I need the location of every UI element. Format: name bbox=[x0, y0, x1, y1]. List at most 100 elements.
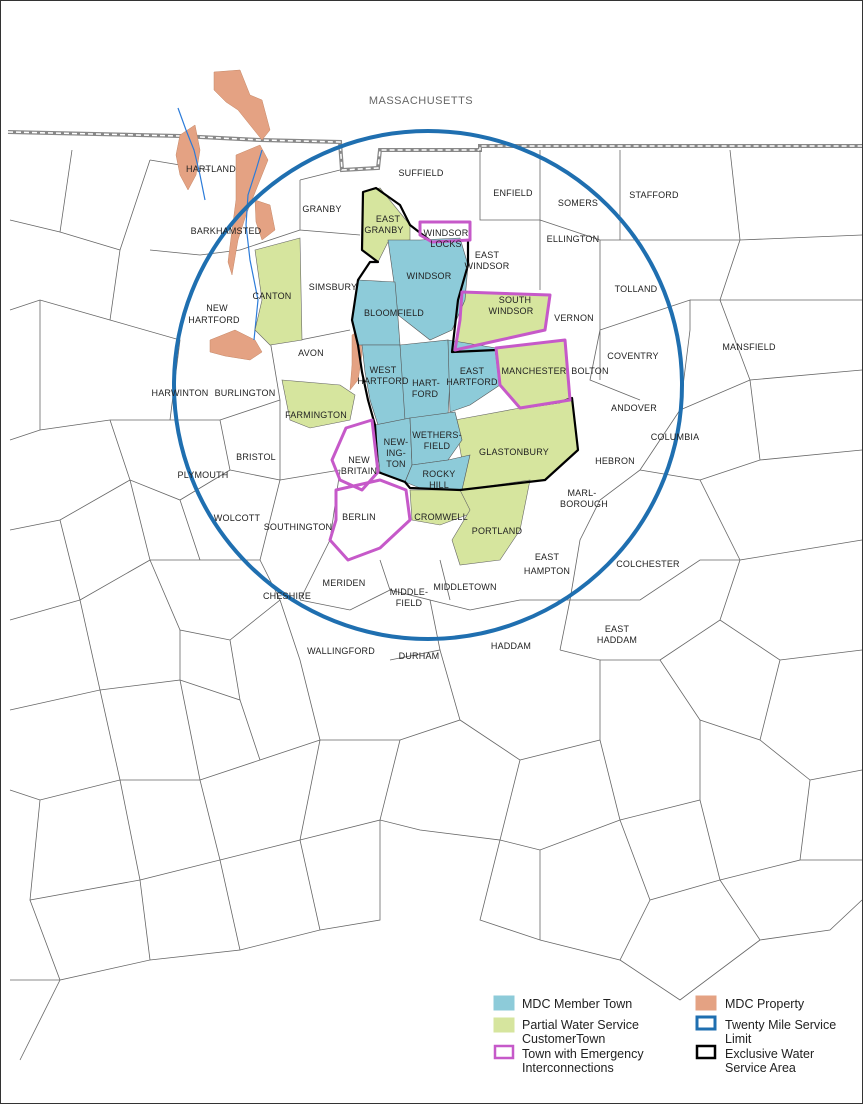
town-label-coventry: COVENTRY bbox=[607, 351, 658, 361]
town-label-new-hartford-2: HARTFORD bbox=[188, 315, 240, 325]
town-label-columbia: COLUMBIA bbox=[651, 432, 700, 442]
legend-swatch-property bbox=[695, 995, 717, 1011]
legend-property-label: MDC Property bbox=[725, 997, 805, 1011]
legend-exclusive-label-2: Service Area bbox=[725, 1061, 796, 1075]
town-label-portland: PORTLAND bbox=[472, 526, 523, 536]
town-label-east-haddam-2: HADDAM bbox=[597, 635, 637, 645]
town-label-windsor-locks-1: WINDSOR bbox=[424, 228, 469, 238]
partial-service-towns bbox=[254, 187, 579, 566]
town-label-hartland: HARTLAND bbox=[186, 164, 236, 174]
river bbox=[177, 107, 206, 201]
town-label-avon: AVON bbox=[298, 348, 324, 358]
town-label-east-haddam-1: EAST bbox=[605, 624, 630, 634]
town-label-mansfield: MANSFIELD bbox=[722, 342, 776, 352]
town-label-enfield: ENFIELD bbox=[493, 188, 533, 198]
town-label-cromwell: CROMWELL bbox=[414, 512, 468, 522]
town-labels: HARTLAND SUFFIELD ENFIELD SOMERS STAFFOR… bbox=[152, 164, 776, 661]
legend-emergency-label-1: Town with Emergency bbox=[522, 1047, 644, 1061]
town-label-windsor: WINDSOR bbox=[407, 271, 452, 281]
town-label-burlington: BURLINGTON bbox=[215, 388, 276, 398]
town-label-bloomfield: BLOOMFIELD bbox=[364, 308, 424, 318]
town-label-east-hartford-1: EAST bbox=[460, 366, 485, 376]
town-label-south-windsor-2: WINDSOR bbox=[489, 306, 534, 316]
town-label-middlefield-1: MIDDLE- bbox=[390, 587, 428, 597]
legend-swatch-exclusive bbox=[695, 1044, 717, 1060]
town-label-vernon: VERNON bbox=[554, 313, 594, 323]
town-label-stafford: STAFFORD bbox=[629, 190, 679, 200]
state-label: MASSACHUSETTS bbox=[369, 95, 473, 107]
town-label-somers: SOMERS bbox=[558, 198, 598, 208]
town-label-berlin: BERLIN bbox=[342, 512, 376, 522]
town-label-newington-1: NEW- bbox=[384, 437, 409, 447]
town-label-wallingford: WALLINGFORD bbox=[307, 646, 375, 656]
town-label-bolton: BOLTON bbox=[571, 366, 608, 376]
town-label-hebron: HEBRON bbox=[595, 456, 635, 466]
town-label-windsor-locks-2: LOCKS bbox=[430, 239, 462, 249]
town-label-newington-3: TON bbox=[386, 459, 405, 469]
town-label-hartford-2: FORD bbox=[412, 389, 439, 399]
legend-swatch-twenty-mile bbox=[695, 1015, 717, 1031]
town-label-west-hartford-1: WEST bbox=[370, 365, 397, 375]
legend-emergency-label-2: Interconnections bbox=[522, 1061, 614, 1075]
town-label-middletown: MIDDLETOWN bbox=[433, 582, 496, 592]
legend-member-label: MDC Member Town bbox=[522, 997, 632, 1011]
town-label-wethersfield-1: WETHERS- bbox=[412, 430, 462, 440]
mdc-property-areas bbox=[175, 69, 533, 421]
town-label-wethersfield-2: FIELD bbox=[424, 441, 451, 451]
legend-swatch-member bbox=[493, 995, 515, 1011]
town-label-durham: DURHAM bbox=[399, 651, 440, 661]
town-label-marlborough-1: MARL- bbox=[567, 488, 596, 498]
legend-partial-label-2: CustomerTown bbox=[522, 1032, 605, 1046]
town-label-haddam: HADDAM bbox=[491, 641, 531, 651]
town-label-ellington: ELLINGTON bbox=[547, 234, 600, 244]
town-label-wolcott: WOLCOTT bbox=[214, 513, 261, 523]
town-label-east-hartford-2: HARTFORD bbox=[446, 377, 498, 387]
town-label-barkhamsted: BARKHAMSTED bbox=[191, 226, 262, 236]
town-label-andover: ANDOVER bbox=[611, 403, 657, 413]
town-boundaries bbox=[9, 149, 863, 1061]
town-label-new-britain-2: BRITAIN bbox=[341, 466, 377, 476]
town-label-marlborough-2: BOROUGH bbox=[560, 499, 608, 509]
legend-twenty-mile-label-1: Twenty Mile Service bbox=[725, 1018, 836, 1032]
town-label-canton: CANTON bbox=[252, 291, 291, 301]
legend-swatch-partial bbox=[493, 1017, 515, 1033]
town-label-new-hartford-1: NEW bbox=[206, 303, 228, 313]
town-label-rocky-hill-2: HILL bbox=[429, 480, 449, 490]
member-towns bbox=[351, 237, 501, 491]
town-label-east-windsor-2: WINDSOR bbox=[465, 261, 510, 271]
town-label-rocky-hill-1: ROCKY bbox=[422, 469, 455, 479]
town-label-east-granby-2: GRANBY bbox=[364, 225, 403, 235]
town-label-south-windsor-1: SOUTH bbox=[499, 295, 532, 305]
town-label-east-granby-1: EAST bbox=[376, 214, 401, 224]
town-label-cheshire: CHESHIRE bbox=[263, 591, 311, 601]
town-label-east-hampton-1: EAST bbox=[535, 552, 560, 562]
town-label-new-britain-1: NEW bbox=[348, 455, 370, 465]
town-label-tolland: TOLLAND bbox=[615, 284, 658, 294]
legend: MDC Member Town MDC Property Partial Wat… bbox=[493, 995, 836, 1075]
town-label-farmington: FARMINGTON bbox=[285, 410, 347, 420]
twenty-mile-circle bbox=[172, 129, 684, 641]
town-label-colchester: COLCHESTER bbox=[616, 559, 680, 569]
emergency-interconnection-towns bbox=[328, 220, 572, 562]
legend-exclusive-label-1: Exclusive Water bbox=[725, 1047, 814, 1061]
town-label-east-windsor-1: EAST bbox=[475, 250, 500, 260]
town-label-west-hartford-2: HARTFORD bbox=[357, 376, 409, 386]
town-label-suffield: SUFFIELD bbox=[398, 168, 443, 178]
town-label-granby: GRANBY bbox=[302, 204, 341, 214]
town-label-hartford-1: HART- bbox=[412, 378, 440, 388]
town-label-southington: SOUTHINGTON bbox=[264, 522, 333, 532]
town-label-meriden: MERIDEN bbox=[323, 578, 366, 588]
town-label-manchester: MANCHESTER bbox=[501, 366, 566, 376]
legend-twenty-mile-label-2: Limit bbox=[725, 1032, 752, 1046]
town-label-plymouth: PLYMOUTH bbox=[178, 470, 229, 480]
town-label-east-hampton-2: HAMPTON bbox=[524, 566, 570, 576]
town-label-newington-2: ING- bbox=[386, 448, 406, 458]
town-label-bristol: BRISTOL bbox=[236, 452, 276, 462]
town-label-glastonbury: GLASTONBURY bbox=[479, 447, 549, 457]
legend-swatch-emergency bbox=[493, 1044, 515, 1060]
town-label-middlefield-2: FIELD bbox=[396, 598, 423, 608]
town-label-simsbury: SIMSBURY bbox=[309, 282, 357, 292]
